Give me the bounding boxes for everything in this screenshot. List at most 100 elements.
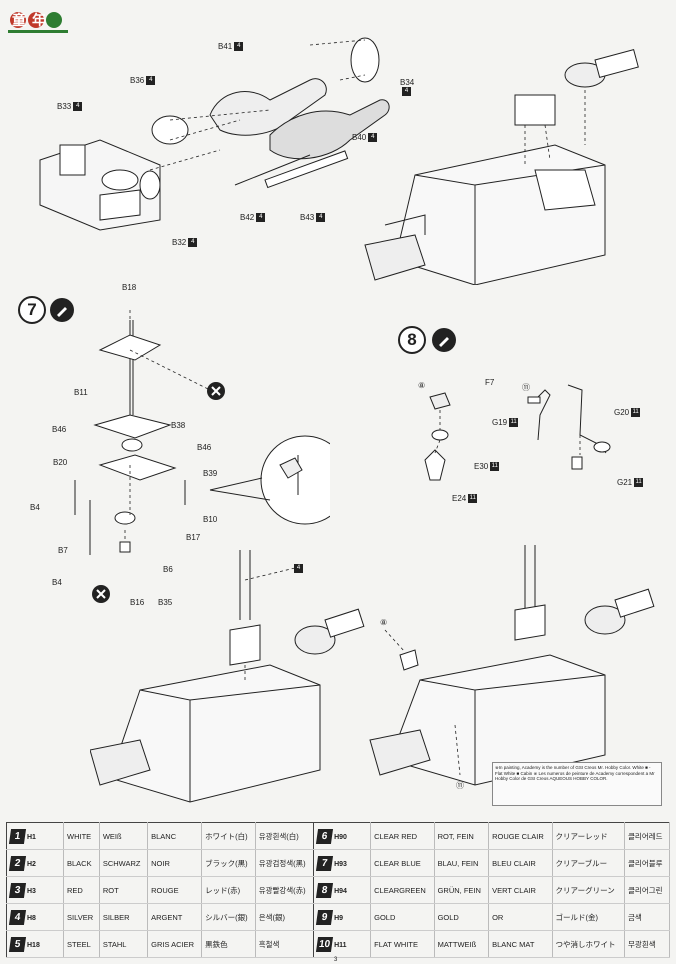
part-label-b46: B46 — [197, 443, 212, 452]
paint-code: H8 — [27, 914, 36, 922]
paint-en-cell: CLEARGREEN — [370, 876, 435, 904]
step-7-callout: 4 — [292, 564, 303, 574]
paint-en-cell: SILVER — [63, 903, 100, 931]
paint-jp-cell: ゴールド(金) — [552, 903, 626, 931]
part-label-b39: B39 — [203, 469, 218, 478]
part-label-b46: B46 — [52, 425, 67, 434]
paint-code: H1 — [27, 833, 36, 841]
do-not-glue-icon — [207, 382, 225, 400]
paint-number-badge: 6 — [316, 828, 334, 844]
paint-fr-cell: ROUGE — [147, 876, 203, 904]
step-8-exploded-diagram — [424, 384, 611, 481]
paint-code: H11 — [334, 941, 347, 949]
part-label-f7: F7 — [485, 378, 495, 387]
paint-jp-cell: クリアーグリーン — [552, 876, 626, 904]
paint-jp-cell: クリアーレッド — [552, 822, 626, 850]
paint-kr-cell: 클리어레드 — [624, 822, 670, 850]
paint-code: H2 — [27, 860, 36, 868]
do-not-glue-icon — [92, 585, 110, 603]
paint-de-cell: MATTWEIß — [434, 930, 490, 958]
part-label-b6: B6 — [163, 565, 173, 574]
part-label-b10: B10 — [203, 515, 218, 524]
paint-number-badge: 2 — [8, 855, 27, 871]
paint-code: H9 — [334, 914, 344, 922]
site-logo: 童年 — [8, 6, 78, 34]
paint-de-cell: SCHWARZ — [99, 849, 149, 877]
paint-kr-cell: 클리어그린 — [624, 876, 670, 904]
paint-kr-cell: 유광검정색(黑) — [255, 849, 315, 877]
step-7-exploded-diagram — [74, 310, 330, 555]
paint-kr-cell: 은색(銀) — [255, 903, 315, 931]
paint-kr-cell: 유광흰색(白) — [255, 822, 315, 850]
paint-fr-cell: BLANC MAT — [488, 930, 553, 958]
paint-number-badge: 9 — [316, 909, 334, 925]
paint-en-cell: CLEAR BLUE — [370, 849, 435, 877]
paint-pen-icon — [432, 328, 456, 352]
circled-marker-8: ⑧ — [380, 618, 388, 627]
paint-number-badge: 10 — [316, 936, 334, 952]
step-8-hull-diagram — [369, 545, 655, 786]
paint-jp-cell: つや消しホワイト — [552, 930, 626, 958]
paint-de-cell: ROT, FEIN — [434, 822, 490, 850]
paint-number-badge: 3 — [8, 882, 27, 898]
paint-fr-cell: BLANC — [147, 822, 203, 850]
paint-fr-cell: NOIR — [147, 849, 203, 877]
logo-text: 童年 — [12, 12, 52, 28]
part-label-b4: B4 — [30, 503, 40, 512]
paint-de-cell: GRÜN, FEIN — [434, 876, 490, 904]
top-right-hull-diagram — [364, 49, 639, 285]
paint-en-cell: RED — [63, 876, 100, 904]
paint-number-badge: 1 — [8, 828, 27, 844]
paint-jp-cell: レッド(赤) — [201, 876, 256, 904]
paint-fr-cell: ARGENT — [147, 903, 203, 931]
paint-code: H90 — [334, 833, 347, 841]
part-label-b16: B16 — [130, 598, 145, 607]
paint-kr-cell: 흑철색 — [255, 930, 315, 958]
paint-en-cell: WHITE — [63, 822, 100, 850]
part-label-b35: B35 — [158, 598, 173, 607]
paint-fr-cell: VERT CLAIR — [488, 876, 553, 904]
part-label-b4: B4 — [52, 578, 62, 587]
part-label-b38: B38 — [171, 421, 186, 430]
step-7-number: 7 — [18, 296, 46, 324]
circled-marker-11: ⑪ — [522, 383, 530, 392]
paint-de-cell: WEIß — [99, 822, 149, 850]
paint-fr-cell: GRIS ACIER — [147, 930, 203, 958]
part-label-b7: B7 — [58, 546, 68, 555]
paint-code: H93 — [334, 860, 347, 868]
paint-de-cell: ROT — [99, 876, 149, 904]
paint-kr-cell: 금색 — [624, 903, 670, 931]
step-8-number: 8 — [398, 326, 426, 354]
paint-jp-cell: クリアーブルー — [552, 849, 626, 877]
page-number: 3 — [334, 957, 338, 963]
paint-jp-cell: 黒鉄色 — [201, 930, 256, 958]
paint-code: H18 — [27, 941, 40, 949]
paint-number-badge: 5 — [8, 936, 27, 952]
paint-jp-cell: ホワイト(白) — [201, 822, 256, 850]
paint-en-cell: GOLD — [370, 903, 435, 931]
part-label-b20: B20 — [53, 458, 68, 467]
paint-de-cell: SILBER — [99, 903, 149, 931]
paint-number-badge: 7 — [316, 855, 334, 871]
